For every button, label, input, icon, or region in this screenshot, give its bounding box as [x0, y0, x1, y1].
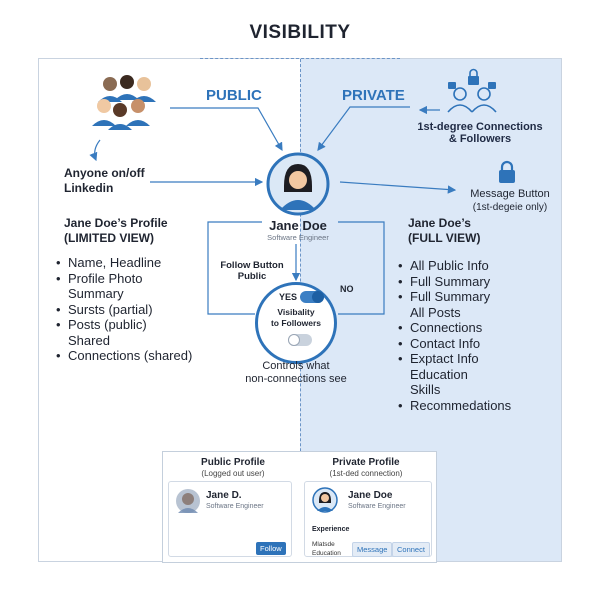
connections-line2: & Followers: [448, 133, 512, 145]
follow-loop-right: [338, 221, 385, 315]
limited-view-item: Summary: [68, 286, 124, 301]
limited-view-heading: Jane Doe’s Profile (LIMITED VIEW): [64, 216, 168, 246]
full-view-item: Skills: [410, 382, 441, 397]
full-view-item: Education: [410, 366, 468, 382]
anyone-line2: Linkedin: [64, 181, 114, 195]
private-card-subtitle: (1st-ded connection): [329, 469, 403, 478]
profile-avatar: [266, 152, 330, 216]
limited-view-item: Shared: [68, 332, 110, 348]
message-label: Message Button (1st-degeie only): [460, 188, 560, 214]
limited-view-item: Posts (public): [56, 317, 192, 333]
controls-line1: Controls what: [262, 360, 330, 372]
follow-loop-left: [207, 221, 262, 315]
top-dashed-line: [200, 58, 400, 59]
limited-view-heading-line2: (LIMITED VIEW): [64, 231, 154, 245]
private-card-experience: Experience: [312, 526, 350, 533]
follow-line1: Follow Button: [220, 260, 284, 271]
private-arrow: [317, 106, 410, 151]
public-card-name: Jane D.: [206, 490, 242, 501]
profile-role: Software Engineer: [267, 233, 329, 242]
toggle-caption-line1: Visibality: [277, 307, 315, 317]
private-card-details: Mlatsde Education: [312, 540, 341, 558]
public-card-subtitle: (Logged out user): [201, 469, 265, 478]
follow-button[interactable]: Follow: [256, 542, 286, 555]
limited-view-item: Sursts (partial): [56, 302, 192, 318]
limited-view-item: Name, Headline: [56, 255, 192, 271]
public-card-role: Software Engineer: [206, 503, 264, 510]
limited-view-item: Connections (shared): [56, 348, 192, 364]
private-card-line-a: Mlatsde: [312, 541, 335, 548]
private-card-title: Private Profile: [332, 457, 400, 468]
limited-view-item: Profile Photo: [56, 271, 192, 287]
toggle-caption: Visibality to Followers: [262, 307, 330, 329]
full-view-list: All Public InfoFull SummaryFull SummaryA…: [398, 258, 511, 413]
full-view-item: All Posts: [410, 304, 461, 320]
message-line2: (1st-degeie only): [472, 202, 548, 213]
controls-line2: non-connections see: [245, 373, 347, 385]
profile-name-block: Jane Doe Software Engineer: [246, 218, 350, 242]
full-view-item: Exptact Info: [398, 351, 511, 367]
toggle-caption-line2: to Followers: [270, 318, 322, 328]
private-label: PRIVATE: [342, 87, 405, 104]
public-card-title: Public Profile: [201, 457, 265, 468]
connect-button[interactable]: Connect: [392, 542, 430, 557]
full-view-heading: Jane Doe’s (FULL VIEW): [408, 216, 480, 246]
limited-view-list: Name, HeadlineProfile PhotoSummarySursts…: [56, 255, 192, 364]
full-view-item: Connections: [398, 320, 511, 336]
private-avatar-icon: [312, 487, 338, 513]
anyone-label: Anyone on/off Linkedin: [64, 166, 145, 196]
message-button[interactable]: Message: [352, 542, 393, 557]
anyone-line1: Anyone on/off: [64, 166, 145, 180]
connections-line1: 1st-degree Connections: [417, 121, 543, 133]
visibility-switch-on[interactable]: [300, 291, 324, 303]
full-view-item: Full Summary: [398, 289, 511, 305]
full-view-item: Full Summary: [398, 274, 511, 290]
message-line1: Message Button: [470, 188, 550, 200]
connections-label: 1st-degree Connections & Followers: [410, 121, 550, 145]
full-view-heading-line1: Jane Doe’s: [408, 216, 471, 230]
visibility-switch-off[interactable]: [288, 334, 312, 346]
follow-button-label: Follow Button Public: [212, 260, 292, 282]
full-view-item: All Public Info: [398, 258, 511, 274]
public-label: PUBLIC: [206, 87, 262, 104]
blurred-avatar-icon: [176, 489, 200, 513]
private-card-line-b: Education: [312, 550, 341, 557]
controls-caption: Controls what non-connections see: [236, 360, 356, 386]
people-group-icon: [92, 75, 156, 130]
diagram-title: VISIBILITY: [249, 22, 351, 43]
full-view-heading-line2: (FULL VIEW): [408, 231, 481, 245]
follow-line2: Public: [237, 271, 267, 282]
lock-icon: [499, 160, 515, 183]
toggle-no-label: NO: [340, 284, 354, 294]
toggle-yes-label: YES: [279, 292, 298, 302]
locked-connections-icon: [447, 68, 497, 113]
public-arrow: [170, 107, 283, 152]
group-down-arrow: [89, 139, 101, 162]
full-view-item: Contact Info: [398, 336, 511, 352]
private-card-role: Software Engineer: [348, 503, 406, 510]
limited-view-heading-line1: Jane Doe’s Profile: [64, 216, 168, 230]
message-arrow: [339, 181, 457, 194]
private-card-name: Jane Doe: [348, 490, 393, 501]
profile-name: Jane Doe: [269, 218, 327, 233]
full-view-item: Recommedations: [398, 398, 511, 414]
